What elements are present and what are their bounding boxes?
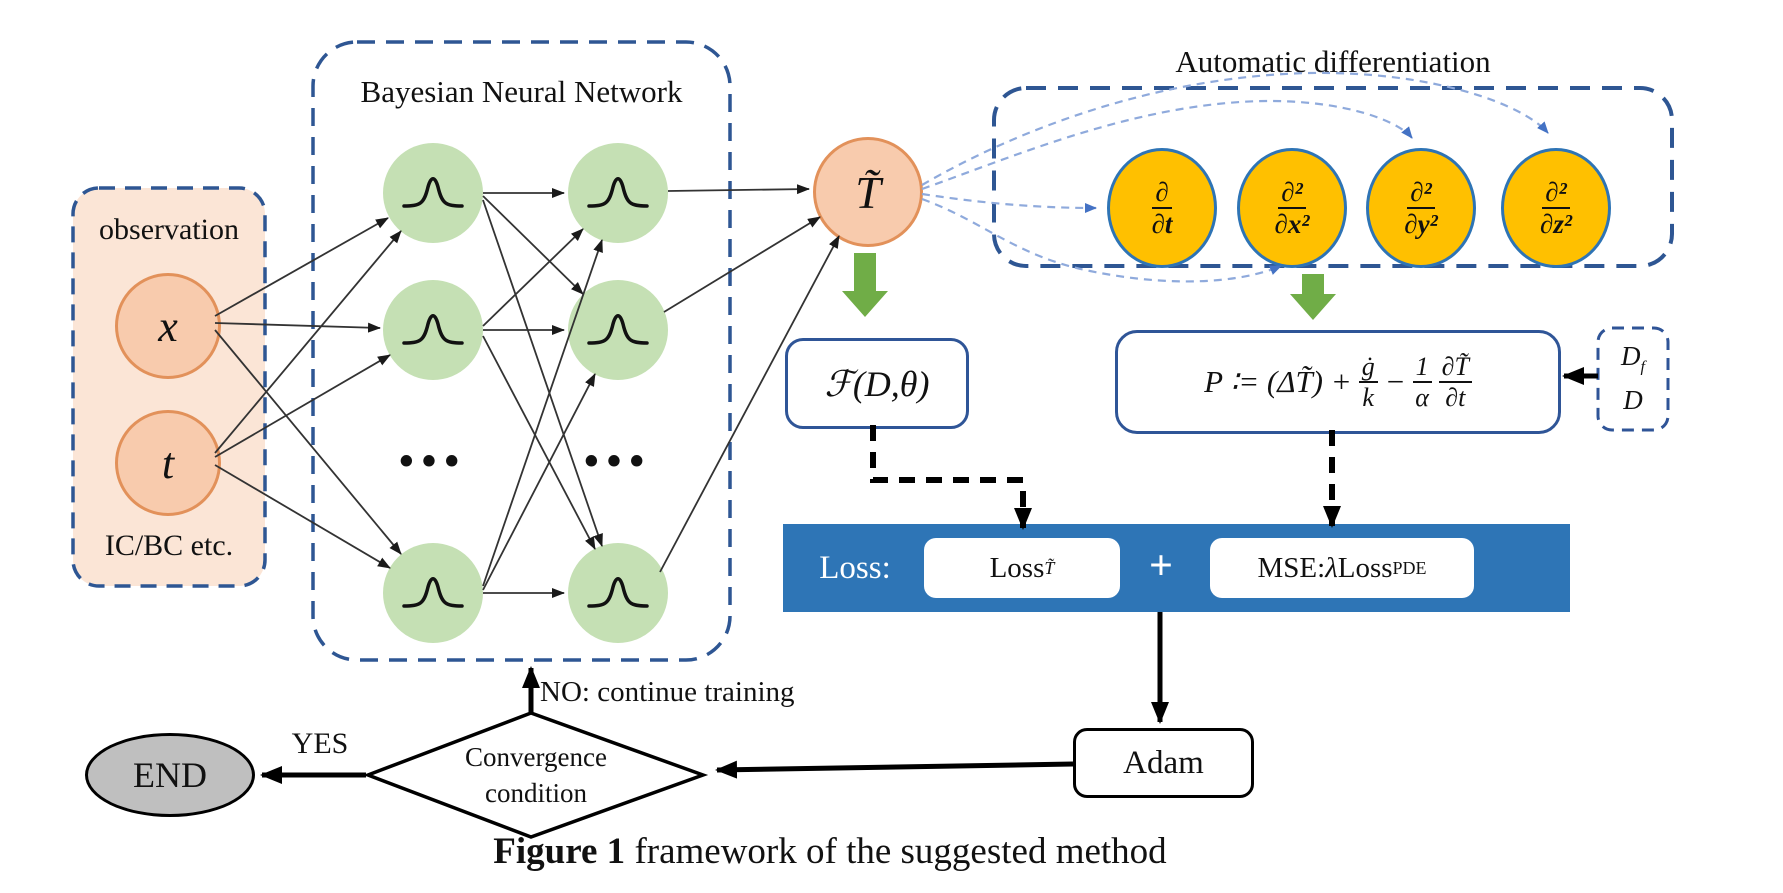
gaussian-icon <box>587 314 649 345</box>
end-label: END <box>133 755 207 795</box>
fraction-numerator: ∂² <box>1278 177 1306 209</box>
loss-pde-base: Loss <box>1337 551 1393 584</box>
hidden-layer-ellipsis: ••• <box>583 439 653 485</box>
output-node-T: T̃ <box>813 137 923 247</box>
pde-lhs: P ∶= (ΔT̃) + <box>1204 364 1352 399</box>
adam-label: Adam <box>1123 744 1204 781</box>
input-node-x: x <box>115 273 221 379</box>
gaussian-icon <box>402 314 464 345</box>
data-box-line1: Df <box>1621 336 1645 380</box>
convergence-line1: Convergence <box>465 741 607 772</box>
bnn-neuron <box>383 143 483 243</box>
caption-number: Figure 1 <box>493 831 626 872</box>
pde-frac-alpha: 1 α <box>1412 352 1432 412</box>
gaussian-icon <box>402 177 464 208</box>
yes-label: YES <box>291 727 349 760</box>
caption-text: framework of the suggested method <box>625 831 1167 872</box>
bnn-neuron <box>383 280 483 380</box>
observation-footer: IC/BC etc. <box>104 529 234 562</box>
adam-to-decision-arrow <box>715 760 1074 779</box>
loss-data-subscript: T̃ <box>1044 557 1055 578</box>
fraction-numerator: ∂ <box>1152 177 1172 209</box>
pde-minus: − <box>1384 364 1406 399</box>
auto-diff-title: Automatic differentiation <box>1175 44 1491 79</box>
fraction-numerator: ġ <box>1358 352 1378 383</box>
fraction-numerator: ∂T̃ <box>1438 352 1472 383</box>
bnn-neuron <box>383 543 483 643</box>
data-symbol-subscript: f <box>1640 357 1646 376</box>
fraction-numerator: ∂² <box>1542 177 1570 209</box>
green-arrow-to-likelihood <box>842 253 888 317</box>
fraction-denominator: ∂t <box>1445 383 1466 412</box>
bnn-neuron <box>568 280 668 380</box>
convergence-diamond-label: Convergence condition <box>436 739 636 811</box>
derivative-fraction: ∂² ∂x² <box>1275 177 1310 239</box>
input-node-t-label: t <box>161 438 175 488</box>
fraction-numerator: ∂² <box>1407 177 1435 209</box>
data-box-line2: D <box>1621 380 1645 422</box>
adam-optimizer-box: Adam <box>1073 728 1254 798</box>
derivative-fraction: ∂² ∂y² <box>1404 177 1437 239</box>
bnn-neuron <box>568 543 668 643</box>
derivative-fraction: ∂² ∂z² <box>1540 177 1572 239</box>
derivative-node-dz2: ∂² ∂z² <box>1501 148 1611 268</box>
fraction-denominator: ∂z² <box>1540 209 1572 239</box>
convergence-line2: condition <box>484 778 587 808</box>
lambda-symbol: λ <box>1325 551 1338 584</box>
fraction-denominator: ∂x² <box>1274 209 1310 239</box>
bnn-box <box>311 40 732 662</box>
bnn-title: Bayesian Neural Network <box>360 74 683 109</box>
derivative-node-dy2: ∂² ∂y² <box>1366 148 1476 268</box>
green-arrow-to-pde <box>1290 274 1336 320</box>
data-symbol: D <box>1623 384 1643 415</box>
pde-equation: P ∶= (ΔT̃) + ġ k − 1 α ∂T̃ ∂t <box>1118 333 1558 431</box>
gaussian-icon <box>587 577 649 608</box>
loss-input-routes <box>870 425 1341 530</box>
derivative-node-dt: ∂ ∂t <box>1107 148 1217 268</box>
pde-frac-dTdt: ∂T̃ ∂t <box>1438 352 1472 412</box>
hidden-layer-ellipsis: ••• <box>398 439 468 485</box>
gaussian-icon <box>402 577 464 608</box>
network-edges <box>214 184 840 598</box>
observation-title: observation <box>99 213 239 246</box>
likelihood-box: ℱ(D,θ) <box>785 338 969 429</box>
fraction-numerator: 1 <box>1412 352 1432 383</box>
fraction-denominator: α <box>1415 383 1429 412</box>
fraction-denominator: k <box>1362 383 1374 412</box>
mse-prefix: MSE: <box>1257 551 1326 584</box>
no-label: NO: continue training <box>540 676 795 708</box>
loss-bar-label: Loss: <box>819 549 891 586</box>
end-node: END <box>85 733 255 817</box>
fraction-denominator: ∂t <box>1151 209 1173 239</box>
pde-frac-gk: ġ k <box>1358 352 1378 412</box>
input-node-x-label: x <box>158 301 178 351</box>
likelihood-label: ℱ(D,θ) <box>824 363 930 404</box>
gaussian-icon <box>587 177 649 208</box>
bnn-neuron <box>568 143 668 243</box>
fraction-denominator: ∂y² <box>1404 209 1438 239</box>
plus-sign: + <box>1149 543 1173 589</box>
training-data-box: Df D <box>1598 330 1668 428</box>
input-node-t: t <box>115 410 221 516</box>
loss-data-base: Loss <box>989 551 1045 584</box>
data-symbol: D <box>1621 341 1641 372</box>
derivative-fraction: ∂ ∂t <box>1152 177 1173 239</box>
figure-caption: Figure 1 framework of the suggested meth… <box>380 830 1280 873</box>
loss-pde-subscript: PDE <box>1392 557 1427 578</box>
output-node-T-label: T̃ <box>855 166 881 218</box>
derivative-node-dx2: ∂² ∂x² <box>1237 148 1347 268</box>
pde-residual-box: P ∶= (ΔT̃) + ġ k − 1 α ∂T̃ ∂t <box>1115 330 1561 434</box>
